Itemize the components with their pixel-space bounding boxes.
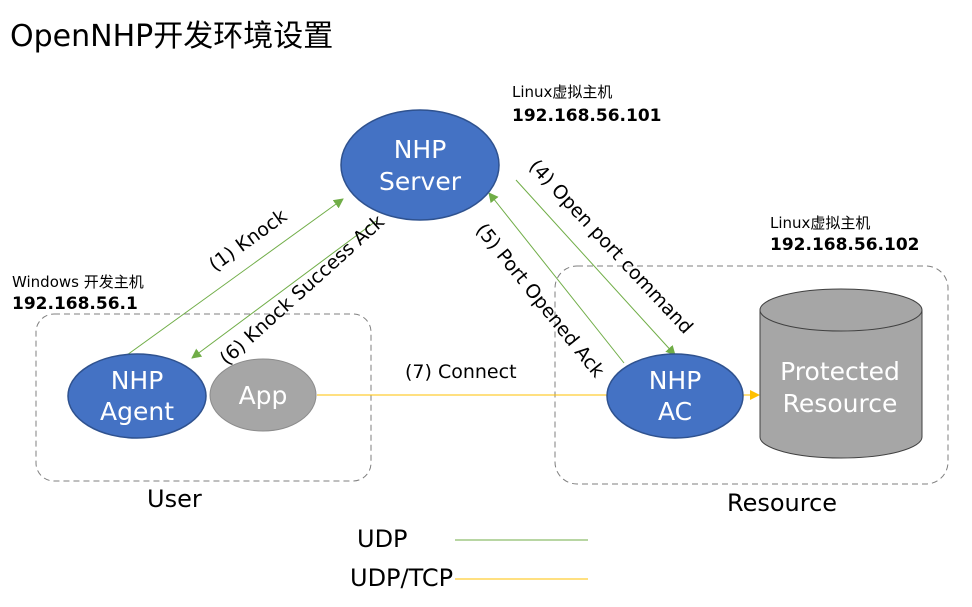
knock-line	[126, 198, 344, 356]
resource-host-ip: 192.168.56.102	[770, 235, 920, 255]
nhp-server-line1: NHP	[394, 135, 447, 164]
nhp-ac-line2: AC	[658, 397, 692, 426]
protected-resource-line2: Resource	[783, 389, 898, 418]
page-title: OpenNHP开发环境设置	[10, 19, 333, 54]
user-group-box	[35, 313, 372, 482]
nhp-agent-node: NHP Agent	[67, 353, 207, 439]
app-node: App	[209, 358, 317, 432]
protected-resource-line1: Protected	[780, 357, 900, 386]
resource-host-name: Linux虚拟主机	[770, 214, 870, 232]
windows-host-ip: 192.168.56.1	[12, 294, 138, 314]
nhp-server-node: NHP Server	[340, 109, 500, 221]
nhp-ac-line1: NHP	[649, 366, 702, 395]
nhp-agent-line2: Agent	[100, 397, 174, 426]
legend-udp-label: UDP	[357, 525, 408, 553]
nhp-ac-node: NHP AC	[606, 353, 744, 439]
port-opened-line	[488, 192, 625, 364]
resource-group-box	[554, 265, 949, 485]
server-host-ip: 192.168.56.101	[512, 106, 662, 126]
app-label: App	[239, 381, 288, 410]
knock-ack-line	[191, 220, 377, 359]
legend: UDP UDP/TCP	[350, 525, 588, 592]
nhp-agent-line1: NHP	[111, 366, 164, 395]
legend-udp-tcp-label: UDP/TCP	[350, 564, 453, 592]
user-group-label: User	[147, 485, 202, 513]
open-port-line	[515, 179, 676, 356]
port-opened-label: (5) Port Opened Ack	[471, 219, 608, 382]
resource-group-label: Resource	[727, 489, 837, 517]
windows-host-name: Windows 开发主机	[12, 273, 144, 291]
connect-label: (7) Connect	[405, 361, 517, 383]
server-host-name: Linux虚拟主机	[512, 83, 612, 101]
knock-label: (1) Knock	[205, 205, 291, 276]
protected-resource-node: Protected Resource	[759, 288, 923, 459]
nhp-server-line2: Server	[379, 167, 462, 196]
